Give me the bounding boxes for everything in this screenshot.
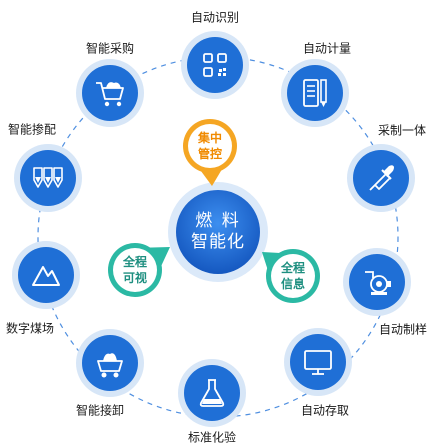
document-icon <box>303 79 327 107</box>
pin-right-text: 全程 信息 <box>281 260 305 292</box>
node-monitor <box>284 328 352 396</box>
node-label: 自动计量 <box>302 41 352 56</box>
pin-inner <box>113 248 157 292</box>
node-label: 智能接卸 <box>75 403 125 418</box>
pin-left <box>108 243 170 297</box>
cart-icon <box>97 353 123 378</box>
pin-left-line1: 全程 <box>122 255 148 269</box>
pin-right <box>262 249 320 303</box>
node-hoppers <box>14 144 82 212</box>
pin-top <box>183 119 237 186</box>
center-title-line2: 智能化 <box>191 232 245 252</box>
shopping-cart-icon <box>96 82 124 107</box>
node-shopping-cart <box>76 59 144 127</box>
node-document <box>281 59 349 127</box>
center-circle <box>176 190 260 274</box>
node-circle <box>82 335 138 391</box>
pump-icon <box>365 271 391 295</box>
mountain-icon <box>32 266 60 286</box>
node-pump <box>343 248 411 316</box>
pin-right-line1: 全程 <box>280 261 306 275</box>
pin-top-line1: 集中 <box>197 131 223 145</box>
node-circle <box>287 65 343 121</box>
pipette-icon <box>369 165 394 191</box>
node-label: 自动存取 <box>300 403 350 418</box>
flask-icon <box>199 379 225 407</box>
pin-inner <box>188 124 232 168</box>
node-label: 采制一体 <box>377 123 427 138</box>
node-label: 智能掺配 <box>7 122 57 137</box>
node-label: 数字煤场 <box>5 321 55 336</box>
node-circle <box>290 334 346 390</box>
node-flask <box>178 359 246 427</box>
hoppers-icon <box>33 167 63 188</box>
pin-left-text: 全程 可视 <box>123 254 147 286</box>
center-title-line1: 燃 料 <box>195 210 241 231</box>
node-label: 自动制样 <box>378 322 428 337</box>
pin-top-text: 集中 管控 <box>198 130 222 162</box>
node-label: 智能采购 <box>85 41 135 56</box>
node-circle <box>18 247 74 303</box>
qr-code-icon <box>203 53 227 77</box>
node-qr-code <box>181 31 249 99</box>
pin-left-line2: 可视 <box>122 271 148 285</box>
node-circle <box>184 365 240 421</box>
node-label: 标准化验 <box>187 430 237 445</box>
node-circle <box>187 37 243 93</box>
node-label: 自动识别 <box>190 10 240 25</box>
pin-right-line2: 信息 <box>280 277 306 291</box>
node-pipette <box>347 144 415 212</box>
monitor-icon <box>304 350 332 375</box>
center-title: 燃 料 智能化 <box>191 211 245 254</box>
node-circle <box>82 65 138 121</box>
pin-inner <box>271 254 315 298</box>
node-cart <box>76 329 144 397</box>
node-mountain <box>12 241 80 309</box>
pin-top-line2: 管控 <box>197 147 223 161</box>
